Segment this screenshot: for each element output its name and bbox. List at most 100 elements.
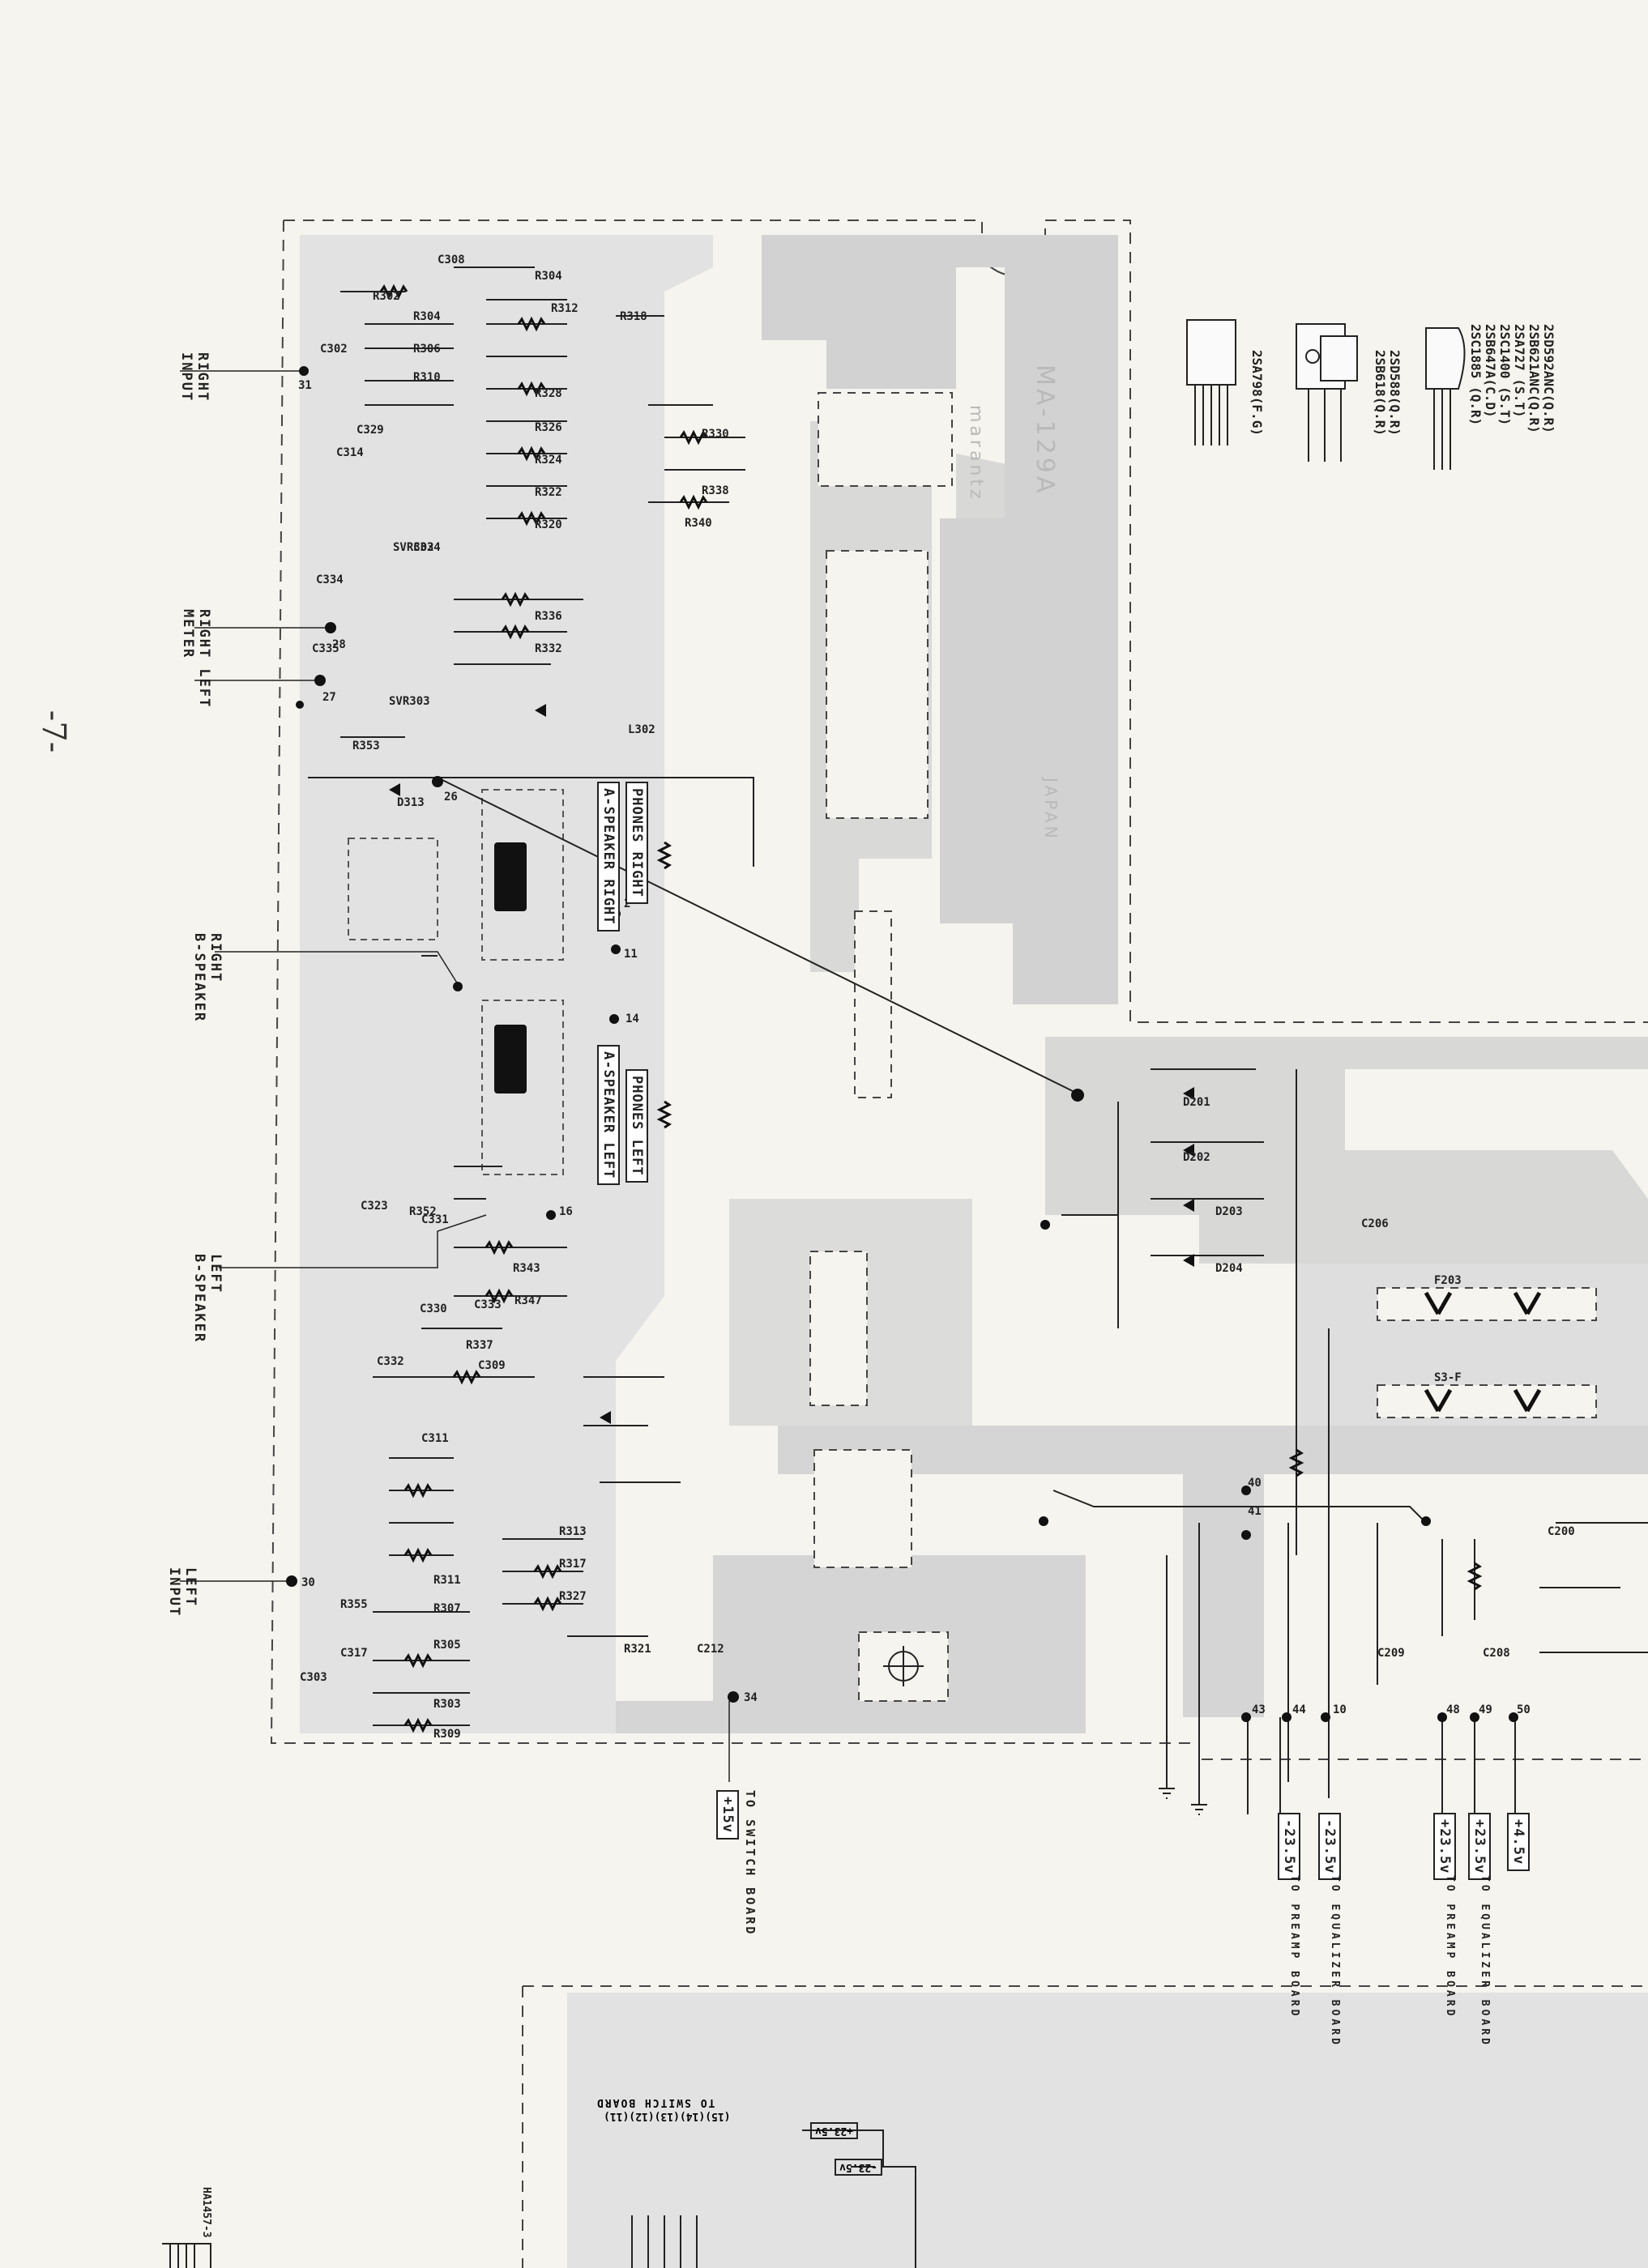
svg-text:28: 28 <box>332 638 346 651</box>
svg-text:C308: C308 <box>438 254 465 266</box>
svg-text:C333: C333 <box>474 1298 502 1311</box>
svg-text:D201: D201 <box>1183 1096 1210 1109</box>
svg-text:48: 48 <box>1446 1703 1460 1716</box>
svg-text:R302: R302 <box>373 290 400 303</box>
svg-text:R343: R343 <box>513 1262 540 1275</box>
svg-text:34: 34 <box>744 1691 758 1704</box>
svg-text:R320: R320 <box>535 518 562 531</box>
board-name: MA-129A <box>1031 364 1059 496</box>
switch-board-label: TO SWITCH BOARD <box>743 1790 758 1937</box>
svg-text:43: 43 <box>1252 1703 1266 1716</box>
power-output-voltage-4: +23.5v <box>1468 1813 1491 1881</box>
svg-text:16: 16 <box>559 1205 573 1218</box>
terminal-number-labels: 31 28 27 26 2 11 14 16 30 34 40 41 43 44… <box>298 379 1531 1716</box>
svg-text:R307: R307 <box>433 1602 461 1615</box>
bottom-switch-board-label: TO SWITCH BOARD <box>596 2096 715 2108</box>
svg-text:D203: D203 <box>1215 1205 1243 1218</box>
svg-text:D202: D202 <box>1183 1151 1210 1164</box>
svg-text:C208: C208 <box>1483 1647 1510 1660</box>
svg-text:C209: C209 <box>1377 1647 1405 1660</box>
svg-text:R327: R327 <box>559 1590 587 1603</box>
svg-text:R305: R305 <box>433 1639 461 1652</box>
svg-text:41: 41 <box>1248 1505 1262 1518</box>
a-speaker-left-label: A-SPEAKER LEFT <box>597 1045 620 1186</box>
svg-text:R338: R338 <box>702 484 729 497</box>
svg-text:C317: C317 <box>340 1647 368 1660</box>
transistor-legend-line: 2SB647A(C.D) <box>1483 324 1498 418</box>
transistor-package-2sd592-icon <box>1425 327 1466 470</box>
bottom-voltage-1: +23.5v <box>810 2122 858 2139</box>
svg-text:C332: C332 <box>377 1355 404 1368</box>
svg-text:R328: R328 <box>535 387 562 400</box>
svg-text:C206: C206 <box>1361 1217 1389 1230</box>
svg-text:44: 44 <box>1292 1703 1306 1716</box>
svg-text:D313: D313 <box>397 796 425 809</box>
svg-text:R355: R355 <box>340 1598 368 1611</box>
svg-text:C329: C329 <box>356 424 384 437</box>
svg-text:C212: C212 <box>697 1643 724 1656</box>
svg-text:C334: C334 <box>316 573 344 586</box>
fuse-symbols <box>1424 1291 1542 1413</box>
bottom-part-label: HA1457-3 <box>200 2187 212 2238</box>
power-output-dest-2: TO EQUALIZER BOARD <box>1329 1875 1341 2048</box>
svg-text:D204: D204 <box>1215 1262 1243 1275</box>
diode-glyphs <box>389 704 1194 1424</box>
transistor-legend-line: 2SA798(F.G) <box>1249 350 1265 436</box>
svg-text:R309: R309 <box>433 1728 461 1741</box>
svg-text:C331: C331 <box>421 1213 449 1226</box>
svg-text:SVR303: SVR303 <box>389 695 430 708</box>
ground-symbols <box>1159 1782 1207 1815</box>
heatsink-outlines <box>809 392 1597 1702</box>
phones-left-label: PHONES LEFT <box>625 1069 648 1183</box>
phones-right-label: PHONES RIGHT <box>625 782 648 904</box>
svg-text:R311: R311 <box>433 1574 461 1587</box>
transistor-package-2sa798-icon <box>1186 319 1236 446</box>
transistor-legend-line: 2SB621ANC(Q.R) <box>1526 324 1542 433</box>
bottom-connector <box>162 2129 916 2268</box>
board-silkscreen: MA-129A marantz JAPAN <box>966 364 1061 842</box>
bottom-voltage-2: -23.5v <box>835 2159 882 2176</box>
transistor-legend-group-2: 2SD588(Q.R) 2SB618(Q.R) <box>1373 350 1403 436</box>
svg-text:R340: R340 <box>685 517 712 530</box>
copper-traces <box>300 235 1648 2268</box>
svg-text:C309: C309 <box>478 1359 506 1372</box>
svg-text:14: 14 <box>625 1013 639 1025</box>
power-output-voltage-5: +4.5v <box>1507 1813 1530 1872</box>
svg-text:R313: R313 <box>559 1525 587 1538</box>
svg-text:R322: R322 <box>535 486 562 499</box>
power-output-dest-3: TO PREAMP BOARD <box>1444 1875 1456 2019</box>
svg-text:F203: F203 <box>1434 1274 1462 1287</box>
power-output-voltage-3: +23.5v <box>1433 1813 1456 1881</box>
transistor-legend-group-1: 2SA798(F.G) <box>1249 350 1265 436</box>
svg-text:50: 50 <box>1517 1703 1531 1716</box>
svg-text:R304: R304 <box>535 270 562 283</box>
svg-text:R306: R306 <box>413 343 441 356</box>
svg-text:R336: R336 <box>535 610 562 623</box>
relay-contacts <box>494 842 527 1094</box>
svg-text:R352: R352 <box>409 1205 437 1218</box>
svg-text:30: 30 <box>301 1576 315 1589</box>
transistor-legend-line: 2SA727 (S.T) <box>1512 324 1527 418</box>
transistor-legend-line: 2SC1885 (Q.R) <box>1468 324 1484 426</box>
svg-text:R303: R303 <box>433 1698 461 1711</box>
component-wiring <box>308 266 1648 1831</box>
transistor-package-2sd588-icon <box>1296 323 1358 462</box>
svg-text:S3-F: S3-F <box>1434 1371 1462 1384</box>
svg-text:R318: R318 <box>620 310 647 323</box>
svg-text:2: 2 <box>624 897 630 910</box>
relay-blocks <box>348 789 564 1175</box>
svg-text:R353: R353 <box>352 740 380 752</box>
power-output-dest-1: TO PREAMP BOARD <box>1288 1875 1300 2019</box>
transistor-legend-line: 2SD588(Q.R) <box>1387 350 1403 436</box>
svg-text:R330: R330 <box>702 428 729 441</box>
board-maker: marantz <box>966 405 986 502</box>
svg-text:40: 40 <box>1248 1477 1262 1490</box>
resistor-glyphs <box>379 284 1483 1733</box>
mounting-target <box>883 1646 924 1686</box>
